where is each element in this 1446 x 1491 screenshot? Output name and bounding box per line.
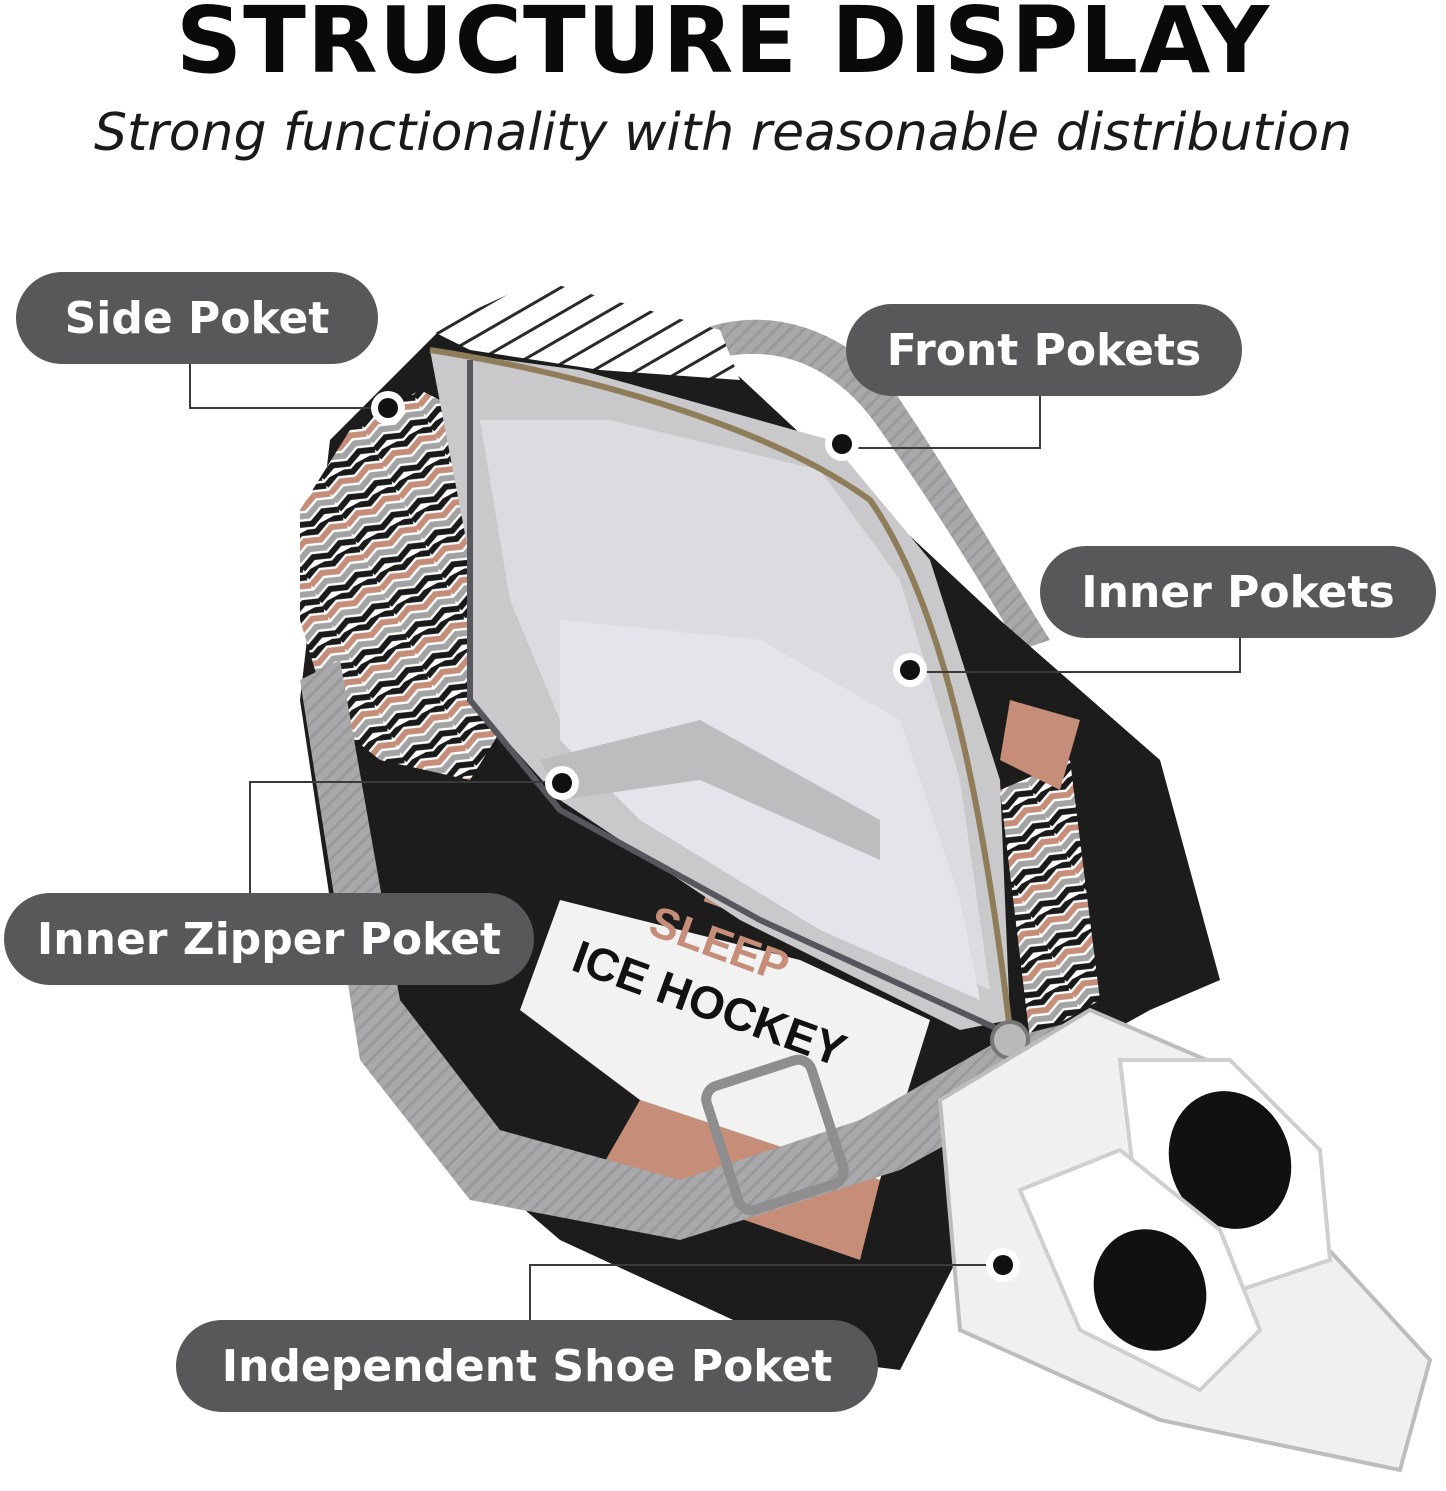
label-front-pockets: Front Pokets (846, 304, 1242, 396)
striped-panel (430, 280, 740, 380)
label-shoe-pocket: Independent Shoe Poket (176, 1320, 878, 1412)
page-title: STRUCTURE DISPLAY (175, 0, 1271, 94)
leader-lines (189, 364, 1241, 1320)
main-zipper (429, 347, 1013, 1031)
shoe-1-opening (1168, 1091, 1292, 1229)
inner-zipper (467, 360, 1002, 1033)
label-side-pocket: Side Poket (16, 272, 378, 364)
strap-buckle (701, 1054, 849, 1216)
page-subtitle: Strong functionality with reasonable dis… (93, 103, 1353, 163)
callout-dots (371, 391, 1020, 1282)
label-inner-pockets: Inner Pokets (1040, 546, 1436, 638)
shoe-2-opening (1093, 1229, 1207, 1351)
front-chevron-strip (1000, 760, 1100, 1040)
label-inner-zipper-pocket: Inner Zipper Poket (4, 893, 534, 985)
